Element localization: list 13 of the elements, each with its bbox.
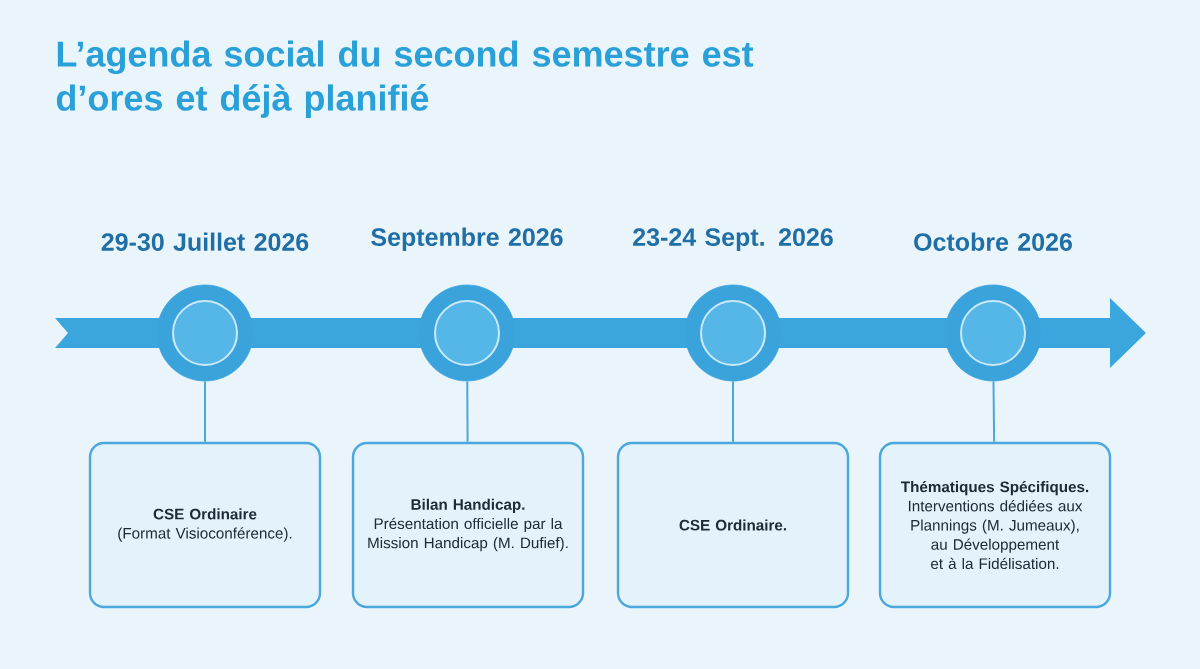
event-box: Thématiques Spécifiques. Interventions dédiées aux Plannings (M. Jumeaux), au Développement et à la Fidélisation. <box>878 441 1112 609</box>
event-box: CSE Ordinaire (Format Visioconférence). <box>88 441 322 609</box>
date-label: Septembre 2026 <box>371 227 563 251</box>
connector-line <box>466 380 469 443</box>
date-label: Octobre 2026 <box>914 232 1072 251</box>
connector-line <box>992 380 996 443</box>
event-box: Bilan Handicap. Présentation officielle par la Mission Handicap (M. Dufief). <box>351 441 585 609</box>
event-box: CSE Ordinaire. <box>616 441 850 609</box>
connector-line <box>204 380 206 443</box>
date-label: 29-30 Juillet 2026 <box>101 232 309 251</box>
title: L’agenda social du second semestre est d’ores et déjà planifié <box>56 40 754 118</box>
date-label: 23-24 Sept. 2026 <box>633 228 833 251</box>
connector-line <box>732 380 734 443</box>
